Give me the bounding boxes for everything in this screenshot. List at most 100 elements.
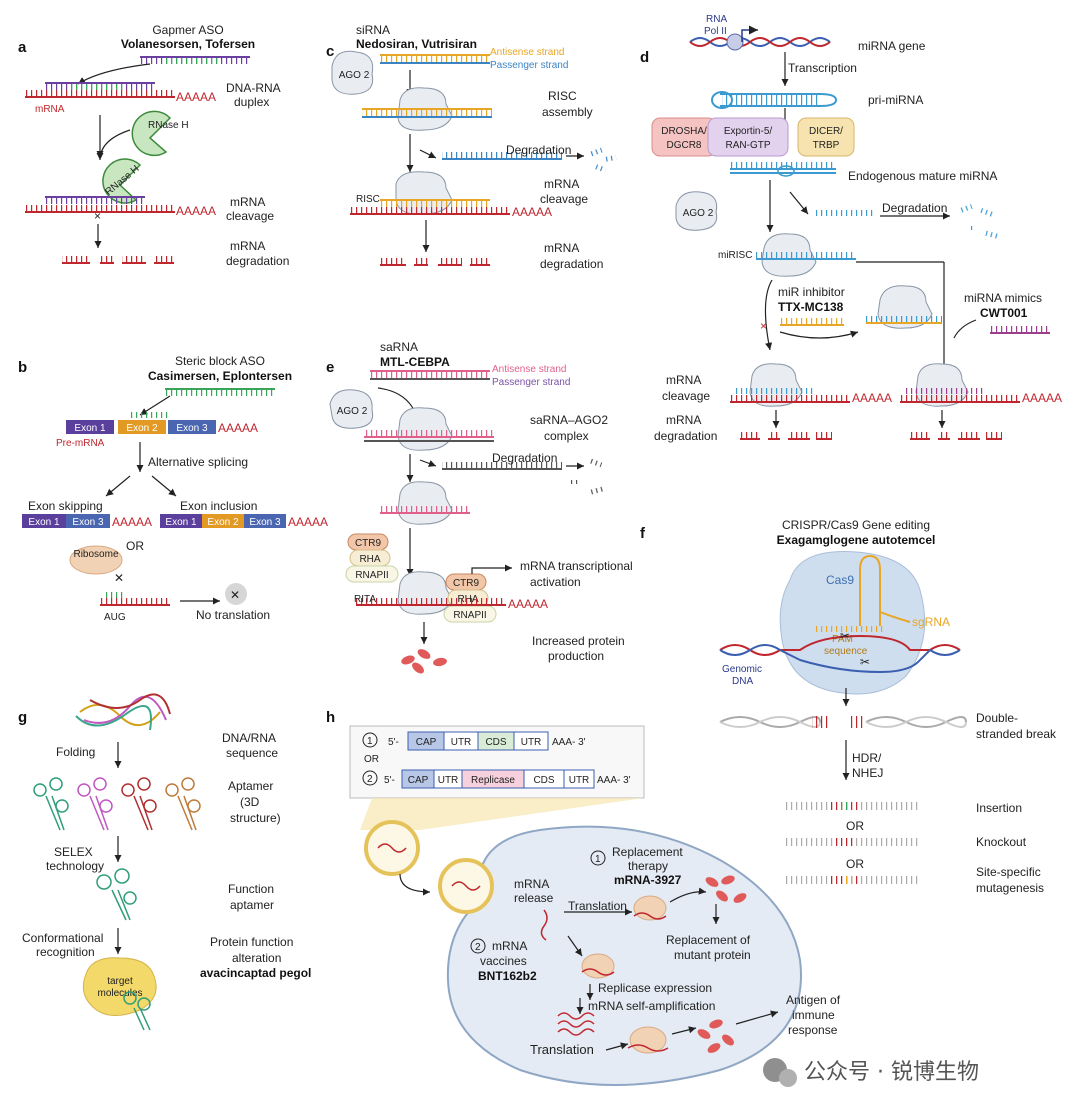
arrow-d-inhibit xyxy=(779,330,859,339)
construct1-number-icon xyxy=(362,732,378,748)
panel-b-title: Steric block ASO xyxy=(175,354,265,368)
risc-antisense-teeth xyxy=(362,110,492,116)
sgrna-spacer-teeth xyxy=(814,626,884,632)
sirna-antisense-teeth xyxy=(380,56,490,62)
rnapii-label-free: RNAPII xyxy=(355,570,388,581)
rna-pol-icon xyxy=(726,33,744,51)
step-dna-rna-duplex-1: DNA-RNA xyxy=(226,81,281,95)
risc-label: RISC xyxy=(356,194,380,205)
ctr9-label-free: CTR9 xyxy=(355,538,382,549)
or-h: OR xyxy=(364,754,379,765)
dicer-2: TRBP xyxy=(813,140,840,151)
rna-pol-label-1: RNA xyxy=(706,14,727,25)
folding-label: Folding xyxy=(56,745,95,759)
panel-e-title: saRNA xyxy=(380,340,418,354)
cleave-aso xyxy=(45,196,145,198)
protein-alt-2: alteration xyxy=(232,951,281,965)
incl-exon2 xyxy=(202,514,244,528)
protein-label-2: production xyxy=(548,649,604,663)
arrow-e-passenger xyxy=(419,459,437,467)
panel-c-letter: c xyxy=(326,43,334,60)
wechat-icon-2 xyxy=(779,1069,797,1087)
passenger-fragments xyxy=(587,147,617,173)
exon1-box xyxy=(66,420,114,434)
release-label-2: release xyxy=(514,891,554,905)
panel-b-drugs: Casimersen, Eplontersen xyxy=(148,369,292,383)
function-aptamer-2: aptamer xyxy=(230,898,274,912)
arrow-h-antigen xyxy=(735,1010,779,1025)
exportin-box xyxy=(707,117,789,157)
antisense-strand-label: Antisense strand xyxy=(490,47,565,58)
zoom-wedge xyxy=(360,798,644,830)
dsb-right-2 xyxy=(865,716,967,728)
ribosome-label: Ribosome xyxy=(73,549,118,560)
sequence-tangle-icon xyxy=(75,693,171,731)
mirisc-guide xyxy=(756,258,856,260)
translation-label-1: Translation xyxy=(568,899,627,913)
replacement-number: 1 xyxy=(595,854,601,865)
inhibitor-strand xyxy=(780,324,844,326)
step-cleavage-1: mRNA xyxy=(230,195,265,209)
outcome-knockout-dna xyxy=(784,838,918,846)
sirna-antisense xyxy=(380,54,490,56)
mimics-label: miRNA mimics xyxy=(964,291,1042,305)
panel-g: g DNA/RNA sequence Folding Aptamer (3D s… xyxy=(18,693,311,1031)
aptamer-label-2: (3D xyxy=(240,795,260,809)
cleavage-label-c-1: mRNA xyxy=(544,177,579,191)
inhibited-guide-teeth xyxy=(866,316,942,322)
mrna-teeth-d1 xyxy=(730,395,850,401)
cell-icon xyxy=(446,825,802,1086)
pam-label-2: sequence xyxy=(824,646,868,657)
left-guide-teeth xyxy=(736,388,816,394)
sgrna-label: sgRNA xyxy=(912,615,950,629)
selex-label-1: SELEX xyxy=(54,845,93,859)
polya-b3: AAAAA xyxy=(288,515,328,529)
mrna-teeth-a2 xyxy=(25,205,175,211)
aptamer-label-1: Aptamer xyxy=(228,779,273,793)
lnp-mrna-2 xyxy=(451,881,481,891)
released-mrna xyxy=(540,909,548,941)
degradation-c-1: mRNA xyxy=(544,241,579,255)
sgrna-tail xyxy=(879,611,911,623)
sarna-passenger xyxy=(370,378,490,380)
drosha-2: DGCR8 xyxy=(666,140,701,151)
panel-f-letter: f xyxy=(640,525,646,542)
protein-products-e xyxy=(401,649,447,674)
conformational-2: recognition xyxy=(36,945,95,959)
degraded-fragments-a xyxy=(62,256,174,264)
risc-passenger xyxy=(362,116,492,118)
no-translation-x: ✕ xyxy=(230,588,240,602)
panel-e-letter: e xyxy=(326,359,334,376)
dicer-box xyxy=(797,117,855,157)
panel-h-letter: h xyxy=(326,709,335,726)
mir-inhibitor-label: miR inhibitor xyxy=(778,285,845,299)
degradation-label-e: Degradation xyxy=(492,451,557,465)
panel-c-title: siRNA xyxy=(356,23,390,37)
pre-mrna-label: Pre-mRNA xyxy=(56,438,105,449)
released-passenger xyxy=(442,158,562,160)
self-amp-label: mRNA self-amplification xyxy=(588,999,715,1013)
mature-strand-2 xyxy=(730,172,836,174)
sarna-passenger-label: Passenger strand xyxy=(492,377,570,388)
exon-skipping-label: Exon skipping xyxy=(28,499,103,513)
risc-guide xyxy=(380,199,490,201)
polya-b1: AAAAA xyxy=(218,421,258,435)
function-aptamer-1: Function xyxy=(228,882,274,896)
arrow-b-bind xyxy=(139,395,171,416)
arrow-e-activation xyxy=(471,564,512,574)
c2-cds-label: CDS xyxy=(533,775,554,786)
mature-teeth xyxy=(730,162,836,168)
sequence-label-1: DNA/RNA xyxy=(222,731,276,745)
outcome-insertion-dna xyxy=(784,802,918,810)
polya-b2: AAAAA xyxy=(112,515,152,529)
panel-c-drugs: Nedosiran, Vutrisiran xyxy=(356,37,477,51)
mimics-drug: CWT001 xyxy=(980,306,1028,320)
complex-antisense xyxy=(364,436,494,438)
mature-strand-1 xyxy=(730,168,836,170)
ago2-label-d: AGO 2 xyxy=(683,208,714,219)
inhibited-mark: × xyxy=(760,319,767,333)
degraded-fragments-d xyxy=(740,432,1002,440)
released-sarna-passenger-teeth xyxy=(442,462,562,468)
dicer-1: DICER/ xyxy=(809,126,843,137)
ago2-icon-d xyxy=(675,191,718,231)
